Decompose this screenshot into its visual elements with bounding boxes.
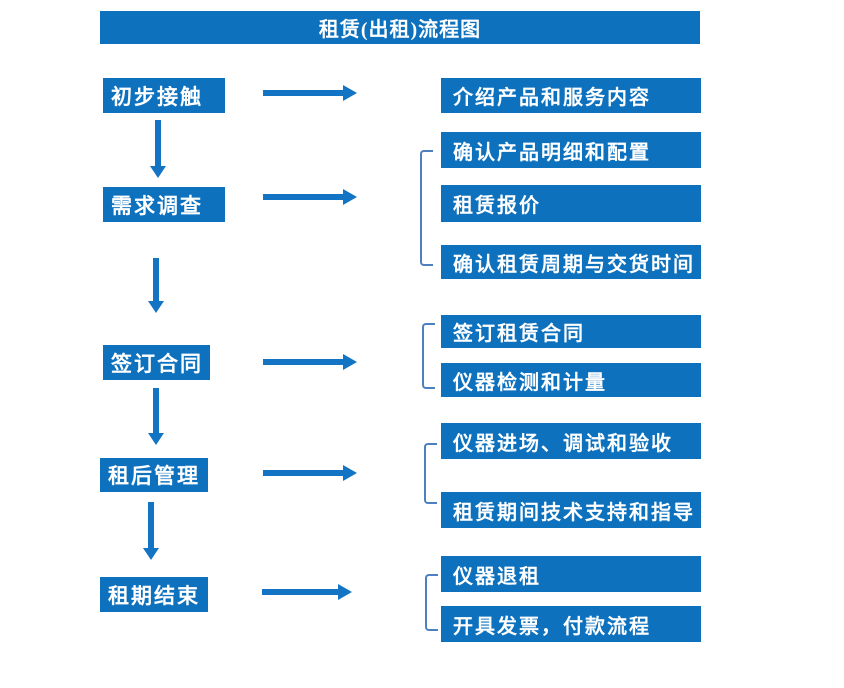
step-box-initial-contact: 初步接触: [103, 78, 225, 113]
detail-box-instrument-arrival: 仪器进场、调试和验收: [441, 423, 701, 459]
down-arrow-1: [150, 120, 166, 178]
down-arrow-2: [148, 258, 164, 313]
detail-box-invoice-payment: 开具发票，付款流程: [441, 606, 701, 642]
right-arrow-5: [262, 584, 352, 600]
step-box-rental-end: 租期结束: [100, 577, 208, 612]
right-arrow-3: [263, 354, 357, 370]
down-arrow-4: [143, 502, 159, 560]
bracket-sign-contract-group: [422, 323, 435, 389]
right-arrow-1: [263, 85, 357, 101]
detail-box-confirm-period-delivery: 确认租赁周期与交货时间: [441, 245, 701, 279]
step-box-post-rental-management: 租后管理: [100, 458, 208, 492]
bracket-post-rental-group: [424, 443, 437, 504]
detail-box-sign-rental-contract: 签订租赁合同: [441, 315, 701, 348]
detail-box-introduce-products: 介绍产品和服务内容: [441, 78, 701, 113]
bracket-rental-end-group: [425, 574, 438, 631]
step-box-demand-survey: 需求调查: [103, 187, 225, 222]
right-arrow-2: [263, 189, 357, 205]
detail-box-instrument-testing: 仪器检测和计量: [441, 363, 701, 397]
step-box-sign-contract: 签订合同: [103, 345, 210, 380]
detail-box-rental-quotation: 租赁报价: [441, 185, 701, 222]
detail-box-instrument-return: 仪器退租: [441, 556, 701, 592]
detail-box-confirm-product-config: 确认产品明细和配置: [441, 132, 701, 168]
title-bar: 租赁(出租)流程图: [100, 11, 700, 44]
detail-box-tech-support: 租赁期间技术支持和指导: [441, 492, 701, 528]
bracket-demand-survey-group: [420, 150, 433, 266]
down-arrow-3: [148, 388, 164, 445]
page-title: 租赁(出租)流程图: [318, 19, 482, 41]
right-arrow-4: [263, 465, 357, 481]
